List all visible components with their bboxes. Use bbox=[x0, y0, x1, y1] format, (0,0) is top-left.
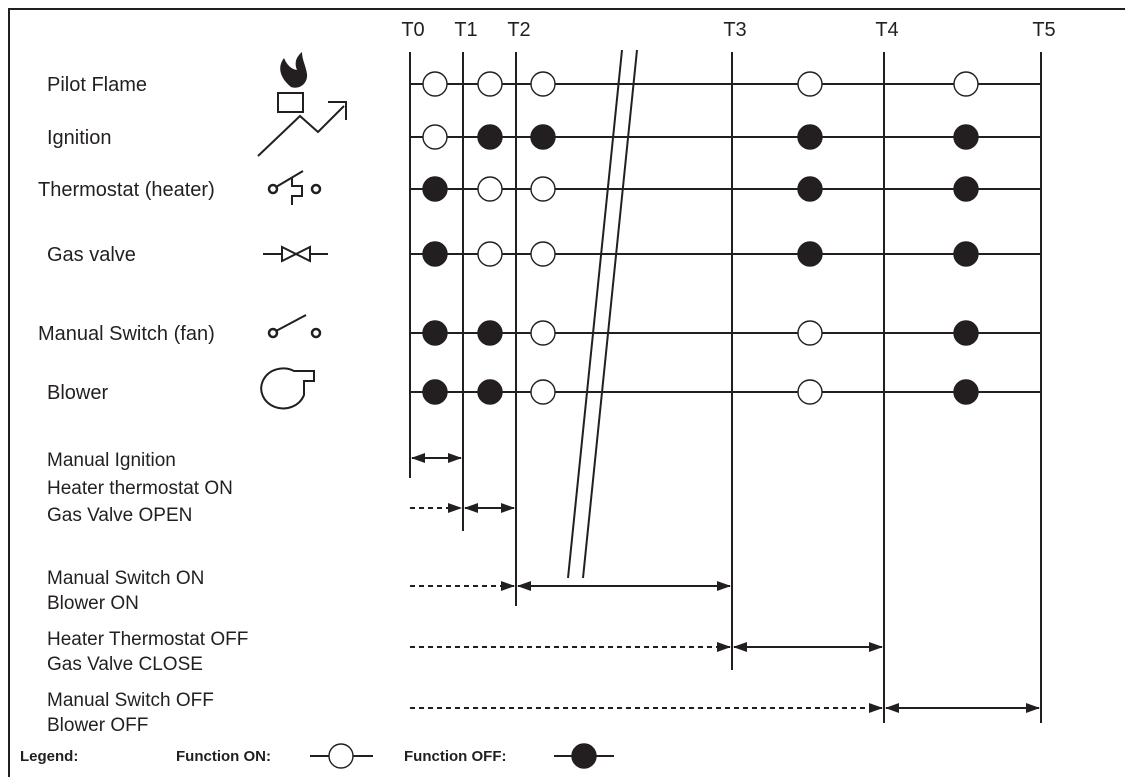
signal-rows bbox=[410, 71, 1041, 405]
legend-title: Legend: bbox=[20, 748, 78, 765]
signal-row bbox=[410, 320, 1041, 346]
time-label-t1: T1 bbox=[454, 19, 477, 41]
signal-row bbox=[410, 124, 1041, 150]
state-on-marker bbox=[530, 71, 556, 97]
state-on-marker bbox=[530, 241, 556, 267]
legend-off-marker bbox=[571, 743, 597, 769]
legend-on-marker bbox=[328, 743, 354, 769]
row-label: Thermostat (heater) bbox=[38, 179, 215, 201]
state-off-marker bbox=[422, 320, 448, 346]
state-on-marker bbox=[530, 176, 556, 202]
time-label-t3: T3 bbox=[723, 19, 746, 41]
thermostat-switch-icon bbox=[267, 170, 322, 205]
state-on-marker bbox=[477, 241, 503, 267]
state-off-marker bbox=[530, 124, 556, 150]
state-on-marker bbox=[422, 124, 448, 150]
state-off-marker bbox=[477, 124, 503, 150]
phase-label: Manual Switch OFF bbox=[47, 690, 214, 711]
row-label: Blower bbox=[47, 382, 108, 404]
phase-label: Gas Valve OPEN bbox=[47, 505, 192, 526]
state-on-marker bbox=[797, 320, 823, 346]
state-off-marker bbox=[422, 176, 448, 202]
state-on-marker bbox=[797, 71, 823, 97]
state-on-marker bbox=[797, 379, 823, 405]
phase-label: Blower OFF bbox=[47, 715, 148, 736]
phase-label: Heater Thermostat OFF bbox=[47, 629, 248, 650]
state-off-marker bbox=[797, 124, 823, 150]
state-on-marker bbox=[477, 176, 503, 202]
time-axis: T0 T1 T2 T3 T4 T5 bbox=[401, 19, 1055, 41]
row-label: Pilot Flame bbox=[47, 74, 147, 96]
phase-label: Blower ON bbox=[47, 593, 139, 614]
legend-on-label: Function ON: bbox=[176, 748, 271, 765]
row-label: Gas valve bbox=[47, 244, 136, 266]
state-off-marker bbox=[797, 176, 823, 202]
state-off-marker bbox=[422, 241, 448, 267]
ignition-spark-icon bbox=[257, 101, 347, 157]
time-label-t5: T5 bbox=[1032, 19, 1055, 41]
state-off-marker bbox=[797, 241, 823, 267]
phase-label: Manual Ignition bbox=[47, 450, 176, 471]
state-off-marker bbox=[953, 379, 979, 405]
phase-label: Heater thermostat ON bbox=[47, 478, 233, 499]
legend-off-label: Function OFF: bbox=[404, 748, 506, 765]
row-label: Ignition bbox=[47, 127, 112, 149]
state-on-marker bbox=[530, 320, 556, 346]
time-label-t4: T4 bbox=[875, 19, 898, 41]
state-on-marker bbox=[477, 71, 503, 97]
manual-switch-icon bbox=[267, 314, 322, 339]
component-icons bbox=[257, 52, 347, 410]
time-break-mark bbox=[567, 49, 638, 579]
diagram-frame bbox=[8, 8, 1125, 777]
gas-valve-icon bbox=[263, 245, 328, 263]
state-off-marker bbox=[953, 320, 979, 346]
signal-row bbox=[410, 71, 1041, 97]
time-marker-lines bbox=[409, 52, 1042, 723]
state-on-marker bbox=[422, 71, 448, 97]
pilot-flame-icon bbox=[277, 52, 308, 113]
state-off-marker bbox=[953, 124, 979, 150]
state-on-marker bbox=[530, 379, 556, 405]
state-off-marker bbox=[477, 379, 503, 405]
signal-row bbox=[410, 176, 1041, 202]
legend: Legend: Function ON: Function OFF: bbox=[20, 743, 614, 769]
state-off-marker bbox=[953, 176, 979, 202]
time-label-t0: T0 bbox=[401, 19, 424, 41]
phase-arrows bbox=[410, 453, 1040, 713]
state-on-marker bbox=[953, 71, 979, 97]
state-off-marker bbox=[422, 379, 448, 405]
state-off-marker bbox=[953, 241, 979, 267]
signal-row bbox=[410, 379, 1041, 405]
signal-row bbox=[410, 241, 1041, 267]
state-off-marker bbox=[477, 320, 503, 346]
phase-label: Manual Switch ON bbox=[47, 568, 204, 589]
row-label: Manual Switch (fan) bbox=[38, 323, 215, 345]
blower-icon bbox=[260, 367, 315, 410]
time-label-t2: T2 bbox=[507, 19, 530, 41]
phase-label: Gas Valve CLOSE bbox=[47, 654, 203, 675]
